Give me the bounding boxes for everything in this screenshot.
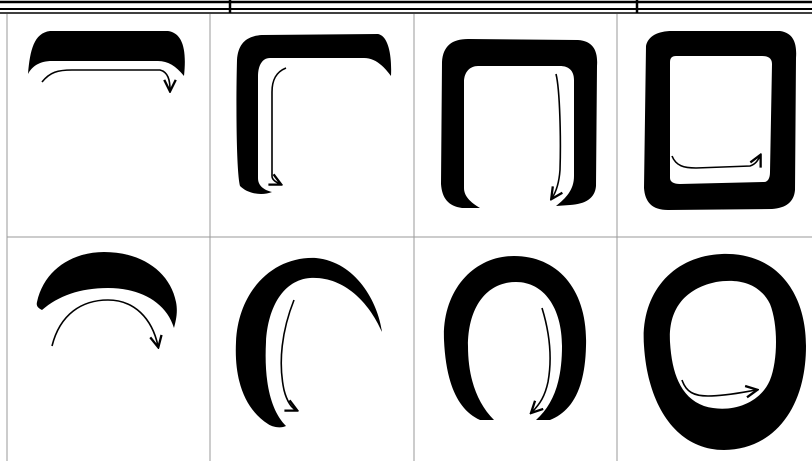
top-border xyxy=(0,0,812,13)
brush-stroke-top-left-corner xyxy=(236,34,391,194)
brush-stroke-closed-ellipse xyxy=(644,254,806,450)
brush-stroke-round-arch xyxy=(444,256,586,420)
cell-r2c3 xyxy=(444,256,586,420)
brush-stroke-square-arch xyxy=(441,39,597,208)
brush-stroke-closed-square xyxy=(644,31,796,210)
cell-r1c1 xyxy=(28,31,185,90)
direction-arrow-down xyxy=(272,68,286,184)
direction-arrow-down xyxy=(552,74,560,198)
cell-r2c4 xyxy=(644,254,806,450)
brush-stroke-c-curve xyxy=(236,258,382,427)
grid-lines xyxy=(7,14,812,461)
cell-r2c2 xyxy=(236,258,382,427)
direction-arrow-down xyxy=(281,300,296,410)
direction-arrow-down xyxy=(532,308,550,412)
cell-r1c4 xyxy=(644,31,796,210)
direction-arrow-right xyxy=(42,70,170,90)
brush-stroke-shallow-arc xyxy=(37,252,177,328)
cell-r1c2 xyxy=(236,34,391,194)
direction-arrow-clockwise xyxy=(52,300,158,346)
cell-r2c1 xyxy=(37,252,177,346)
cell-r1c3 xyxy=(441,39,597,208)
direction-arrow-right xyxy=(682,380,756,396)
direction-arrow-right xyxy=(672,156,760,168)
